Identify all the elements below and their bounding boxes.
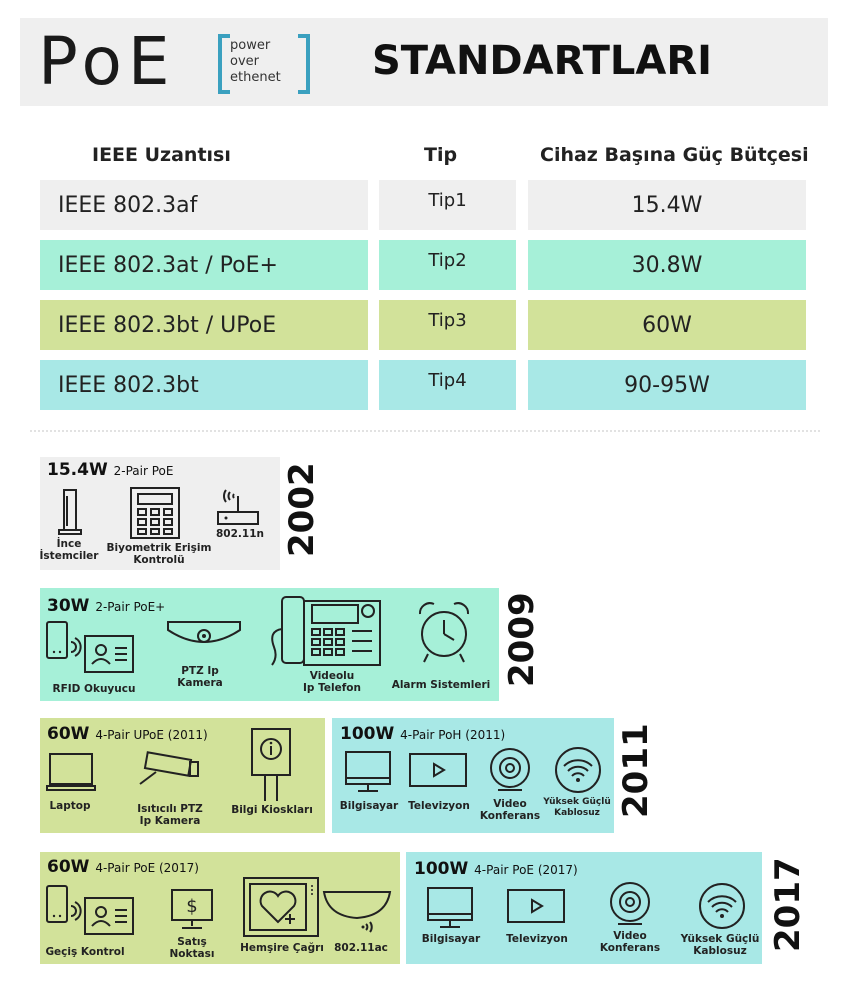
television-icon bbox=[408, 752, 468, 793]
box-2009-title: 30W 2-Pair PoE+ bbox=[47, 596, 166, 616]
label-computer: Bilgisayar bbox=[339, 800, 399, 812]
row4-power: 90-95W bbox=[528, 360, 806, 410]
col-header-ext: IEEE Uzantısı bbox=[92, 144, 231, 166]
box-2017-poe100 bbox=[406, 852, 762, 964]
logo-bracket bbox=[218, 34, 310, 94]
row3-ext: IEEE 802.3bt / UPoE bbox=[40, 300, 368, 350]
television-icon bbox=[506, 888, 566, 929]
video-conference-icon bbox=[608, 880, 652, 933]
year-2011: 2011 bbox=[616, 723, 656, 818]
label-television: Televizyon bbox=[408, 800, 470, 812]
high-power-wireless-icon bbox=[698, 882, 746, 935]
label-nurse-call: Hemşire Çağrı bbox=[240, 942, 324, 954]
label-laptop: Laptop bbox=[49, 800, 91, 812]
rfid-reader-icon bbox=[45, 620, 137, 681]
row2-power: 30.8W bbox=[528, 240, 806, 290]
year-2002: 2002 bbox=[282, 462, 322, 557]
computer-icon bbox=[426, 886, 474, 935]
label-ptz: PTZ Ip Kamera bbox=[177, 665, 223, 689]
row4-type: Tip4 bbox=[379, 360, 516, 410]
label-access-control: Geçiş Kontrol bbox=[45, 946, 125, 958]
year-2017: 2017 bbox=[768, 857, 808, 952]
label-biometric: Biyometrik Erişim Kontrolü bbox=[106, 542, 212, 566]
access-point-icon bbox=[322, 888, 392, 943]
label-video-conf: Video Konferans bbox=[479, 798, 541, 822]
logo-sub-ethenet: ethenet bbox=[230, 70, 281, 85]
label-wireless-2017: Yüksek Güçlü Kablosuz bbox=[680, 933, 760, 957]
label-rfid: RFID Okuyucu bbox=[52, 683, 136, 695]
label-heated-ptz: Isıtıcılı PTZ Ip Kamera bbox=[137, 803, 203, 827]
row1-type: Tip1 bbox=[379, 180, 516, 230]
label-video-conf-2017: Video Konferans bbox=[599, 930, 661, 954]
box-2011-poh bbox=[332, 718, 614, 833]
biometric-keypad-icon bbox=[130, 487, 180, 544]
computer-icon bbox=[344, 750, 392, 799]
logo-sub-over: over bbox=[230, 54, 259, 69]
row1-ext: IEEE 802.3af bbox=[40, 180, 368, 230]
pos-terminal-icon: $ bbox=[170, 888, 214, 937]
row3-type: Tip3 bbox=[379, 300, 516, 350]
col-header-type: Tip bbox=[424, 144, 458, 166]
divider bbox=[30, 430, 820, 432]
year-2009: 2009 bbox=[502, 592, 542, 687]
label-80211n: 802.11n bbox=[216, 528, 264, 540]
logo-subtitle: power over ethenet bbox=[230, 38, 281, 86]
video-ip-phone-icon bbox=[268, 595, 384, 674]
label-computer-2017: Bilgisayar bbox=[421, 933, 481, 945]
access-control-icon bbox=[45, 884, 137, 943]
high-power-wireless-icon bbox=[554, 746, 602, 799]
label-alarm: Alarm Sistemleri bbox=[391, 679, 491, 691]
thin-client-icon bbox=[58, 488, 82, 541]
svg-text:$: $ bbox=[186, 896, 197, 917]
label-wireless: Yüksek Güçlü Kablosuz bbox=[543, 797, 611, 818]
col-header-power: Cihaz Başına Güç Bütçesi bbox=[540, 144, 809, 166]
row2-type: Tip2 bbox=[379, 240, 516, 290]
info-kiosk-icon bbox=[248, 727, 294, 808]
nurse-call-icon bbox=[242, 876, 320, 943]
label-pos: Satış Noktası bbox=[169, 936, 215, 960]
ptz-camera-icon bbox=[164, 618, 244, 659]
box-2011-poh-title: 100W 4-Pair PoH (2011) bbox=[340, 724, 506, 744]
label-80211ac: 802.11ac bbox=[334, 942, 388, 954]
label-thin-client: İnce İstemciler bbox=[39, 538, 99, 562]
row1-power: 15.4W bbox=[528, 180, 806, 230]
box-2002-title: 15.4W 2-Pair PoE bbox=[47, 460, 174, 480]
row4-ext: IEEE 802.3bt bbox=[40, 360, 368, 410]
page-title: STANDARTLARI bbox=[372, 38, 712, 84]
label-video-phone: Videolu Ip Telefon bbox=[303, 670, 361, 694]
label-television-2017: Televizyon bbox=[506, 933, 568, 945]
box-2017-poe100-title: 100W 4-Pair PoE (2017) bbox=[414, 859, 578, 879]
row3-power: 60W bbox=[528, 300, 806, 350]
header-banner bbox=[20, 18, 828, 106]
box-2011-upoe-title: 60W 4-Pair UPoE (2011) bbox=[47, 724, 208, 744]
video-conference-icon bbox=[488, 746, 532, 799]
alarm-clock-icon bbox=[416, 600, 472, 669]
heated-ptz-camera-icon bbox=[136, 751, 202, 791]
box-2017-poe60-title: 60W 4-Pair PoE (2017) bbox=[47, 857, 199, 877]
label-kiosk: Bilgi Kioskları bbox=[231, 804, 313, 816]
row2-ext: IEEE 802.3at / PoE+ bbox=[40, 240, 368, 290]
wifi-router-icon bbox=[216, 488, 260, 533]
laptop-icon bbox=[46, 752, 96, 797]
poe-logo: PoE bbox=[38, 23, 176, 100]
logo-sub-power: power bbox=[230, 38, 271, 53]
